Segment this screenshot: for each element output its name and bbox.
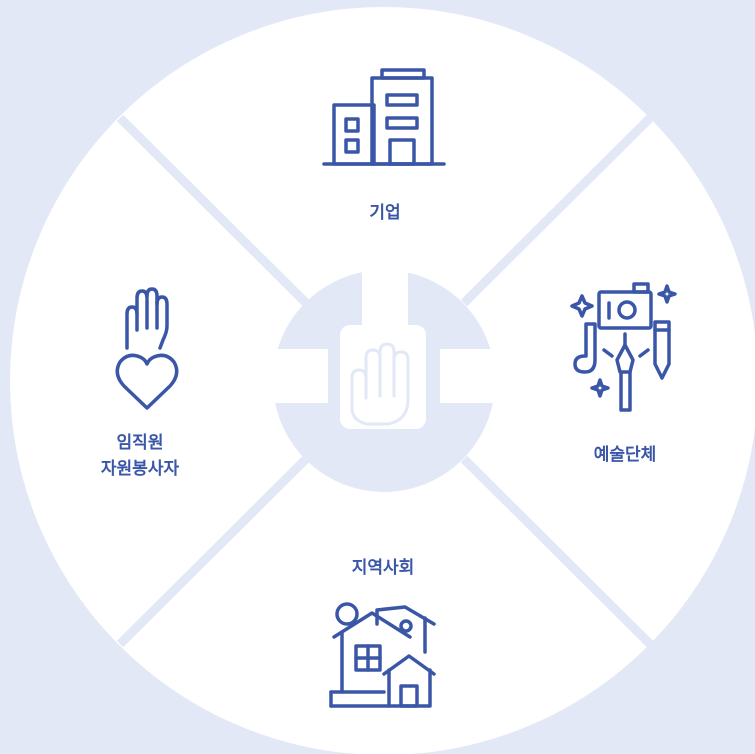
segment-dividers — [116, 114, 654, 648]
label-company: 기업 — [369, 203, 401, 223]
art-supplies-icon — [570, 282, 677, 412]
label-employee-volunteers: 임직원 자원봉사자 — [101, 430, 179, 482]
label-employee-line1: 임직원 — [116, 433, 164, 453]
stacked-hands-icon — [272, 270, 496, 429]
label-local-community: 지역사회 — [351, 558, 415, 578]
houses-icon — [329, 602, 436, 708]
label-arts-organization: 예술단체 — [593, 445, 657, 465]
hand-heart-icon — [115, 287, 179, 410]
label-employee-line2: 자원봉사자 — [100, 459, 180, 479]
building-icon — [322, 68, 446, 166]
